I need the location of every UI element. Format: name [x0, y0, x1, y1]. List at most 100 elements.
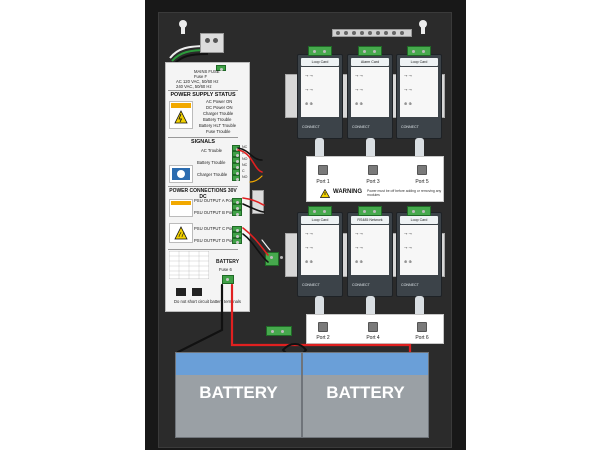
psu-output-terminal	[232, 210, 242, 216]
status-item: Battery Trouble	[203, 117, 232, 122]
output-warning-sticker	[169, 199, 193, 217]
module-symbol: ⊸ ⊸	[404, 245, 412, 250]
port-cable	[315, 296, 324, 324]
module-symbol: ⊸ ⊸	[355, 73, 363, 78]
port-1[interactable]	[318, 165, 328, 175]
module-header: Loop Card	[301, 216, 339, 224]
battery-top	[176, 353, 301, 375]
port-3[interactable]	[368, 165, 378, 175]
module-top-3: Loop Card ⊸ ⊸ ⊸ ⊸ ⊕ ⊕ CONNECT	[396, 54, 442, 139]
module-title: Loop Card	[410, 218, 428, 222]
module-brand: CONNECT	[401, 125, 419, 129]
port-label: Port 2	[316, 335, 330, 341]
signal-row: Charger Trouble	[197, 172, 228, 177]
port-panel-bottom: Port 2 Port 4 Port 6	[306, 314, 444, 344]
fuse-rating-table	[169, 251, 209, 279]
port-cable	[366, 138, 375, 168]
signal-terminal	[232, 151, 240, 157]
signal-terminal	[232, 169, 240, 175]
psu-output-label: PSU OUTPUT D Port D	[194, 238, 239, 243]
module-top-1: Loop Card ⊸ ⊸ ⊸ ⊸ ⊕ ⊕ CONNECT	[297, 54, 343, 139]
hot-surface-icon	[174, 226, 188, 240]
module-face: ⊸ ⊸ ⊸ ⊸ ⊕ ⊕	[301, 67, 339, 117]
module-terminal	[358, 206, 382, 216]
module-title: Loop Card	[311, 218, 329, 222]
signal-term-label: NO	[242, 175, 248, 179]
port-label: Port 4	[366, 335, 380, 341]
warning-band	[171, 103, 191, 108]
port-cable	[366, 296, 375, 324]
battery-polarity-icon	[176, 288, 202, 296]
module-header: Loop Card	[400, 216, 438, 224]
signals-warning-sticker	[169, 165, 193, 183]
module-title: Alarm Card	[360, 60, 380, 64]
mains-fuse-label: MAINS FUSE	[194, 69, 220, 74]
signals-title: SIGNALS	[191, 139, 215, 145]
module-title: Loop Card	[410, 60, 428, 64]
module-terminal	[308, 46, 332, 56]
info-icon	[172, 168, 190, 180]
psu-output-terminal	[232, 238, 242, 244]
signal-row: AC Trouble	[201, 148, 222, 153]
module-symbol: ⊕ ⊕	[404, 101, 412, 106]
port-2[interactable]	[318, 322, 328, 332]
ground-terminal	[266, 326, 292, 336]
warning-title: WARNING	[333, 189, 362, 195]
psu-output-label: PSU OUTPUT A Port A	[194, 198, 237, 203]
psu-output-terminal	[232, 232, 242, 238]
battery-label: BATTERY	[326, 383, 405, 402]
warning-band	[171, 201, 191, 205]
status-item: Fuse Trouble	[206, 129, 231, 134]
module-face: ⊸ ⊸ ⊸ ⊸ ⊕ ⊕	[301, 225, 339, 275]
divider	[168, 137, 238, 138]
signal-term-label: NO	[242, 157, 248, 161]
port-panel-top: Port 1 Port 3 Port 5 WARNING Power must …	[306, 156, 444, 202]
mains-screw	[205, 38, 210, 43]
status-warning-sticker	[169, 101, 193, 129]
port-cable	[415, 138, 424, 168]
module-face: ⊸ ⊸ ⊸ ⊸ ⊕ ⊕	[351, 67, 389, 117]
port-label: Port 6	[415, 335, 429, 341]
status-item: Battery HLT Trouble	[199, 123, 237, 128]
port-6[interactable]	[417, 322, 427, 332]
signal-row: Battery Trouble	[197, 160, 226, 165]
psu-output-label: PSU OUTPUT B Port B	[194, 210, 238, 215]
module-header: Loop Card	[400, 58, 438, 66]
module-face: ⊸ ⊸ ⊸ ⊸ ⊕ ⊕	[351, 225, 389, 275]
module-symbol: ⊸ ⊸	[305, 245, 313, 250]
module-brand: CONNECT	[302, 283, 320, 287]
module-brand: CONNECT	[401, 283, 419, 287]
ac-rating-line2: 240 VAC, 50/60 Hz	[176, 84, 212, 89]
module-terminal	[308, 206, 332, 216]
warning-icon	[320, 189, 330, 198]
module-header: Alarm Card	[351, 58, 389, 66]
module-symbol: ⊸ ⊸	[305, 231, 313, 236]
battery-footer: Do not short circuit battery terminals	[174, 299, 242, 304]
module-terminal	[358, 46, 382, 56]
status-item: Charger Trouble	[203, 111, 234, 116]
signal-terminal	[232, 157, 240, 163]
power-connections-title: POWER CONNECTIONS 30V DC	[169, 188, 237, 200]
electric-shock-icon	[174, 110, 188, 124]
mains-screw	[213, 38, 218, 43]
module-symbol: ⊸ ⊸	[404, 87, 412, 92]
port-cable	[415, 296, 424, 324]
module-bottom-2: RS485 Network ⊸ ⊸ ⊸ ⊸ ⊕ ⊕ CONNECT	[347, 212, 393, 297]
port-5[interactable]	[417, 165, 427, 175]
ac-rating-line1: AC 120 VAC, 50/60 Hz	[176, 79, 219, 84]
keyhole-right-icon	[419, 20, 427, 34]
module-symbol: ⊸ ⊸	[355, 231, 363, 236]
hot-surface-sticker	[169, 223, 193, 243]
module-symbol: ⊸ ⊸	[305, 73, 313, 78]
module-top-2: Alarm Card ⊸ ⊸ ⊸ ⊸ ⊕ ⊕ CONNECT	[347, 54, 393, 139]
signal-terminal	[232, 175, 240, 181]
module-symbol: ⊕ ⊕	[355, 259, 363, 264]
psu-output-label: PSU OUTPUT C Port C	[194, 226, 239, 231]
port-4[interactable]	[368, 322, 378, 332]
module-bottom-1: Loop Card ⊸ ⊸ ⊸ ⊸ ⊕ ⊕ CONNECT	[297, 212, 343, 297]
psu-output-terminal	[232, 204, 242, 210]
module-terminal	[407, 46, 431, 56]
module-face: ⊸ ⊸ ⊸ ⊸ ⊕ ⊕	[400, 225, 438, 275]
signal-terminal	[232, 163, 240, 169]
module-header: RS485 Network	[351, 216, 389, 224]
